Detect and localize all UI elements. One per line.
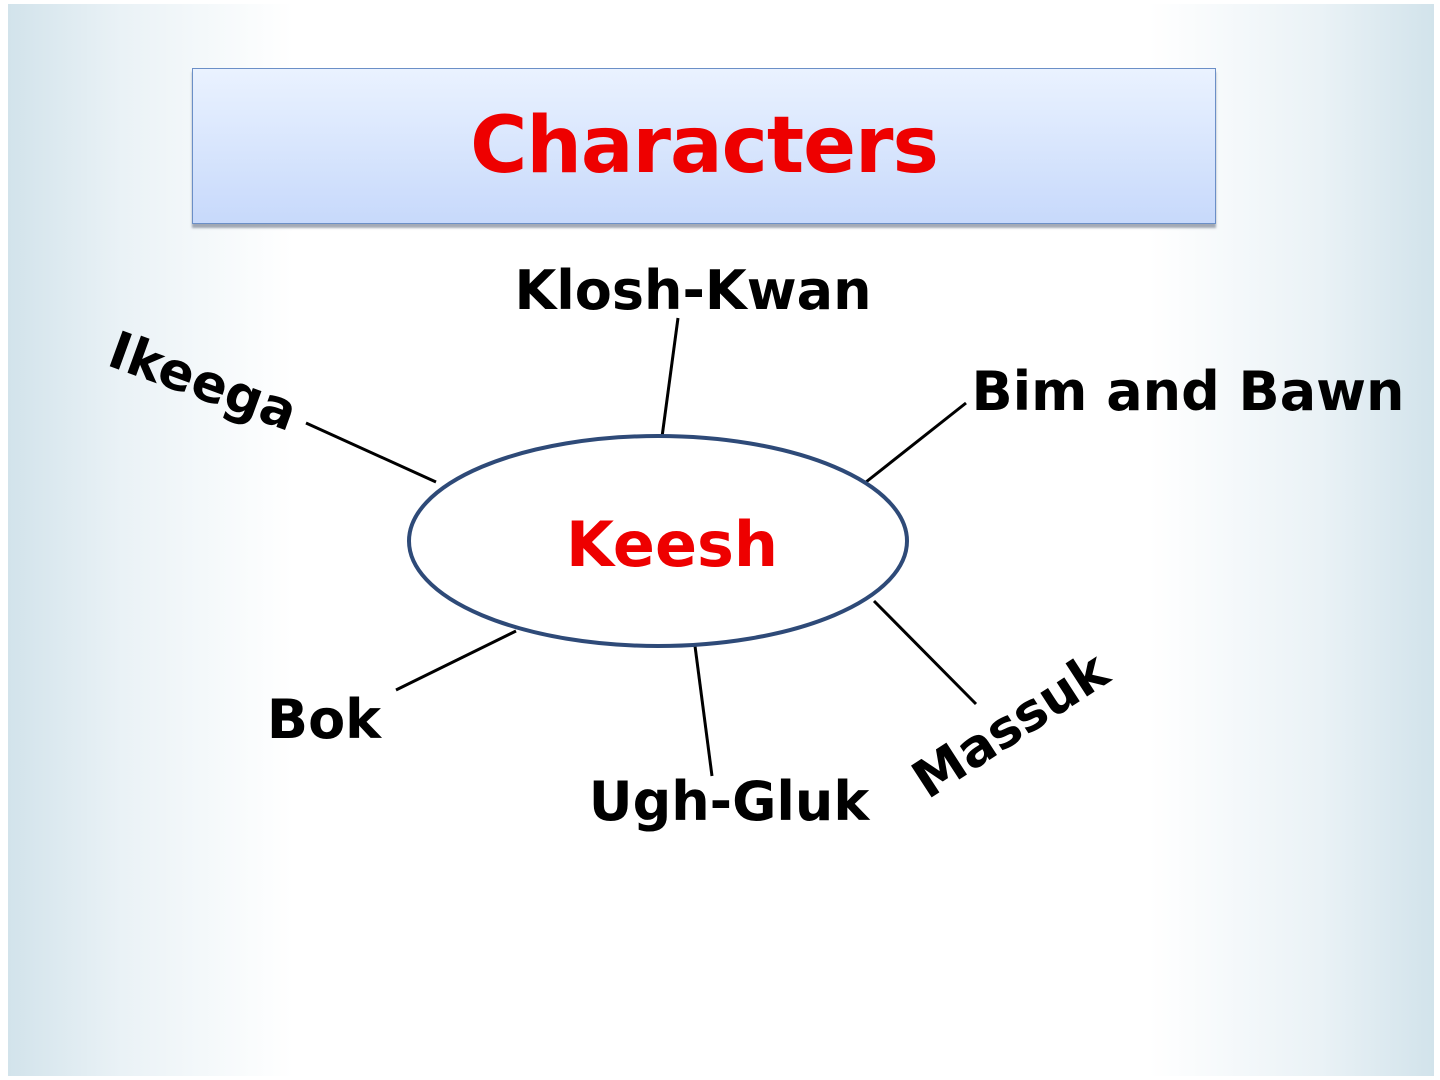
character-label-bottom-left: Bok — [267, 688, 382, 751]
page-title: Characters — [470, 101, 939, 191]
character-label-top: Klosh-Kwan — [514, 259, 871, 322]
character-label-top-right: Bim and Bawn — [971, 360, 1404, 423]
title-banner: Characters — [192, 68, 1216, 224]
center-ellipse — [407, 434, 909, 648]
connector-top-left — [305, 421, 437, 484]
character-label-bottom: Ugh-Gluk — [589, 770, 871, 833]
connector-bottom-right — [872, 599, 978, 706]
character-label-bottom-right: Massuk — [902, 640, 1121, 811]
connector-top-right — [865, 401, 967, 484]
connector-bottom — [693, 645, 714, 777]
connector-top — [660, 317, 680, 438]
center-label: Keesh — [566, 508, 778, 581]
character-label-top-left: Ikeega — [101, 320, 305, 443]
connector-bottom-left — [395, 629, 517, 692]
